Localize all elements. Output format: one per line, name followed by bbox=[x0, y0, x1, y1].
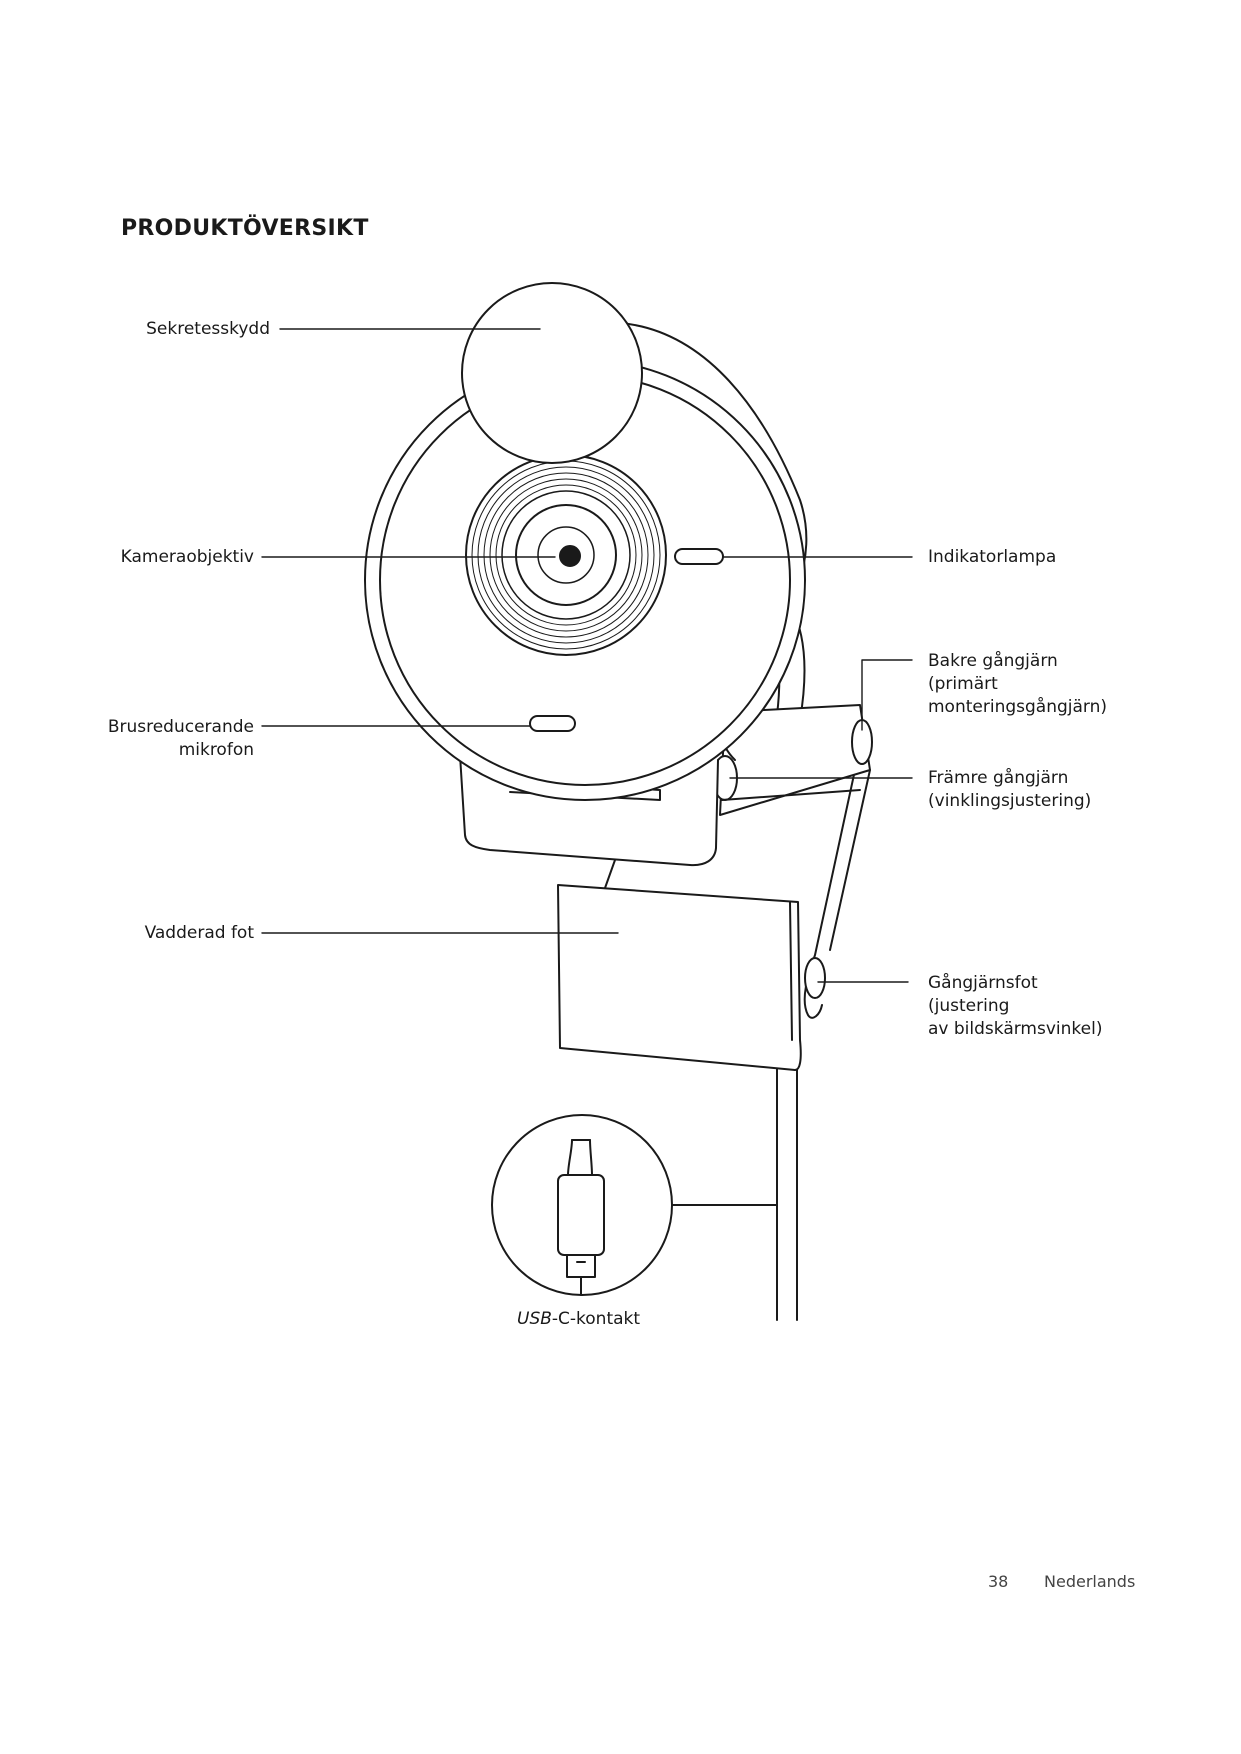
usb-cable bbox=[776, 1051, 798, 1321]
label-rear-hinge-line1: Bakre gångjärn bbox=[928, 651, 1058, 671]
label-hinge-foot-line1: Gångjärnsfot bbox=[928, 973, 1038, 993]
label-indicator-light-text: Indikatorlampa bbox=[928, 547, 1057, 567]
label-privacy-shutter: Sekretesskydd bbox=[100, 318, 270, 341]
padded-foot bbox=[557, 884, 802, 1071]
label-camera-lens-text: Kameraobjektiv bbox=[120, 547, 254, 567]
label-usb-c: USB-C-kontakt bbox=[517, 1308, 640, 1331]
label-padded-foot: Vadderad fot bbox=[80, 922, 254, 945]
label-front-hinge: Främre gångjärn (vinklingsjustering) bbox=[928, 767, 1091, 813]
label-camera-lens: Kameraobjektiv bbox=[80, 546, 254, 569]
label-privacy-shutter-text: Sekretesskydd bbox=[146, 319, 270, 339]
label-padded-foot-text: Vadderad fot bbox=[144, 923, 254, 943]
label-usb-c-rest: -C-kontakt bbox=[551, 1309, 641, 1329]
label-rear-hinge: Bakre gångjärn (primärt monteringsgångjä… bbox=[928, 650, 1107, 719]
label-front-hinge-line1: Främre gångjärn bbox=[928, 768, 1069, 788]
page-language: Nederlands bbox=[1044, 1572, 1136, 1591]
label-front-hinge-line2: (vinklingsjustering) bbox=[928, 791, 1092, 811]
usb-c-inset bbox=[491, 1114, 778, 1296]
leader-lines bbox=[261, 328, 913, 983]
page-number: 38 bbox=[988, 1572, 1009, 1591]
indicator-light bbox=[674, 548, 724, 565]
label-hinge-foot-line3: av bildskärmsvinkel) bbox=[928, 1019, 1103, 1039]
label-noise-mic-line2: mikrofon bbox=[178, 740, 254, 760]
noise-reducing-mic bbox=[529, 715, 576, 732]
label-usb-c-italic: USB bbox=[517, 1309, 552, 1329]
label-noise-mic: Brusreducerande mikrofon bbox=[60, 716, 254, 762]
label-indicator-light: Indikatorlampa bbox=[928, 546, 1056, 569]
page-title: PRODUKTÖVERSIKT bbox=[121, 216, 369, 241]
camera-lens bbox=[465, 454, 667, 656]
label-rear-hinge-line2: (primärt bbox=[928, 674, 998, 694]
hinge-foot bbox=[803, 769, 871, 1019]
label-noise-mic-line1: Brusreducerande bbox=[107, 717, 254, 737]
privacy-shutter bbox=[461, 282, 643, 464]
label-hinge-foot: Gångjärnsfot (justering av bildskärmsvin… bbox=[928, 972, 1102, 1041]
label-rear-hinge-line3: monteringsgångjärn) bbox=[928, 697, 1108, 717]
label-hinge-foot-line2: (justering bbox=[928, 996, 1010, 1016]
